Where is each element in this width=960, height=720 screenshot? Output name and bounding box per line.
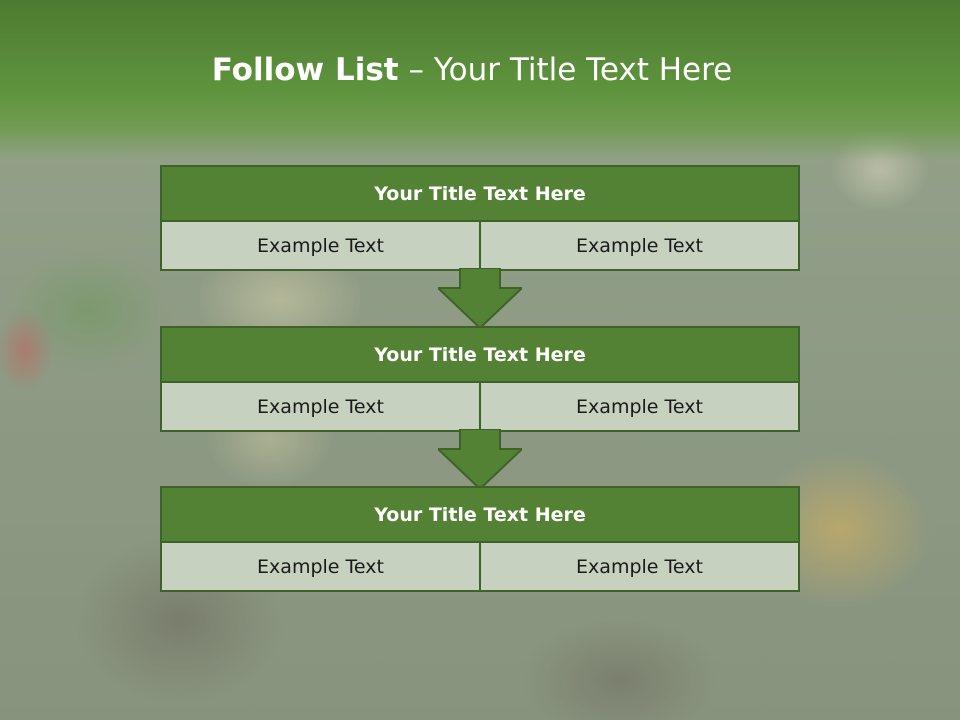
step-row-2: Example Text Example Text <box>160 383 800 432</box>
slide-title-rest: – Your Title Text Here <box>398 52 733 88</box>
step-box-1: Your Title Text Here Example Text Exampl… <box>160 165 800 271</box>
step-title-3: Your Title Text Here <box>160 486 800 543</box>
slide-title: Follow List – Your Title Text Here <box>0 52 944 88</box>
slide-title-bold: Follow List <box>211 52 399 88</box>
step-cell-right-1: Example Text <box>481 222 800 271</box>
step-cell-left-2: Example Text <box>160 383 481 432</box>
step-row-1: Example Text Example Text <box>160 222 800 271</box>
title-band <box>0 0 960 160</box>
step-box-3: Your Title Text Here Example Text Exampl… <box>160 486 800 592</box>
step-cell-left-1: Example Text <box>160 222 481 271</box>
step-box-2: Your Title Text Here Example Text Exampl… <box>160 326 800 432</box>
step-row-3: Example Text Example Text <box>160 543 800 592</box>
step-cell-right-3: Example Text <box>481 543 800 592</box>
step-title-1: Your Title Text Here <box>160 165 800 222</box>
step-cell-left-3: Example Text <box>160 543 481 592</box>
step-cell-right-2: Example Text <box>481 383 800 432</box>
down-arrow-icon <box>438 429 522 489</box>
down-arrow-icon <box>438 268 522 328</box>
step-title-2: Your Title Text Here <box>160 326 800 383</box>
